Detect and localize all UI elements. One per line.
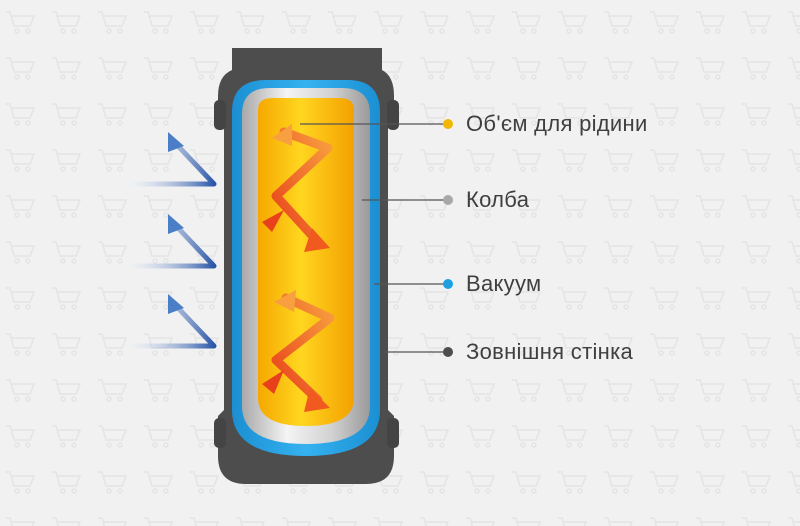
- dot-outer-wall: [443, 347, 453, 357]
- heat-arrow-icon: [271, 293, 335, 405]
- liquid-volume: [258, 98, 354, 426]
- label-dots: [443, 119, 453, 357]
- leader-lines: [300, 123, 444, 353]
- dot-liquid: [443, 119, 453, 129]
- heat-arrow-icon: [262, 290, 330, 412]
- label-vacuum: Вакуум: [466, 271, 542, 296]
- dot-vacuum: [443, 279, 453, 289]
- cold-arrow-icon: [127, 143, 217, 349]
- label-liquid-volume: Об'єм для рідини: [466, 111, 648, 136]
- heat-arrow-icon: [271, 127, 333, 247]
- label-outer-wall: Зовнішня стінка: [466, 339, 634, 364]
- heat-arrow-icon: [262, 124, 330, 252]
- label-flask: Колба: [466, 187, 530, 212]
- cold-arrow-icon: [168, 132, 184, 314]
- dot-flask: [443, 195, 453, 205]
